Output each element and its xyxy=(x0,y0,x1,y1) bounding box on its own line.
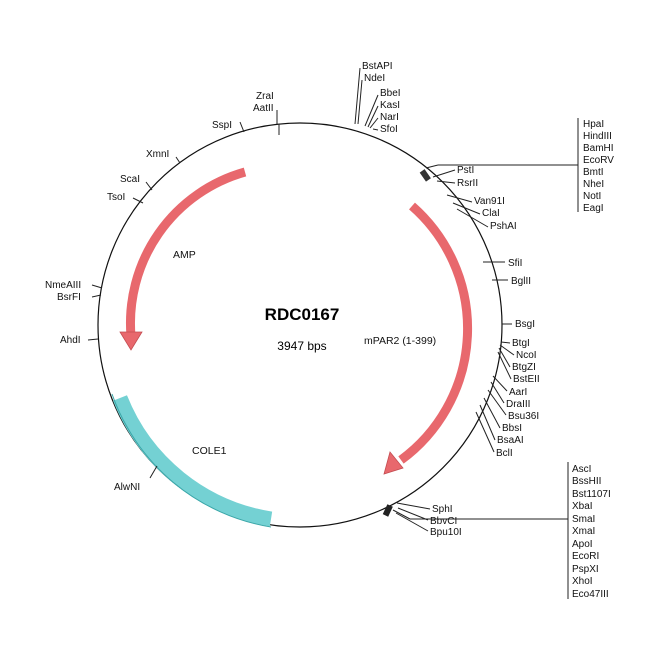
site-van91i: Van91I xyxy=(474,196,505,207)
mcs-top-group: HpaI HindIII BamHI EcoRV BmtI NheI NotI … xyxy=(425,118,614,214)
mcs-bottom-group: AscI BssHII Bst1107I XbaI SmaI XmaI ApoI… xyxy=(392,462,611,600)
site-psti: PstI xyxy=(457,165,474,176)
mpar2-label: mPAR2 (1-399) xyxy=(364,335,436,347)
site-eagi: EagI xyxy=(583,203,604,214)
site-pspxi: PspXI xyxy=(572,564,599,575)
site-bbei: BbeI xyxy=(380,88,401,99)
cole1-feature-outline xyxy=(111,393,272,528)
mcs-bottom-marker xyxy=(382,504,393,517)
site-group-top: BstAPI NdeI BbeI KasI NarI SfoI xyxy=(354,61,401,135)
site-hindiii: HindIII xyxy=(583,131,612,142)
site-draiii: DraIII xyxy=(506,399,530,410)
site-bsteii: BstEII xyxy=(513,374,540,385)
site-bsu36i: Bsu36I xyxy=(508,411,539,422)
site-btgi: BtgI xyxy=(512,338,530,349)
site-asci: AscI xyxy=(572,464,591,475)
site-xbai: XbaI xyxy=(572,501,593,512)
plasmid-name: RDC0167 xyxy=(265,305,340,324)
backbone-circle xyxy=(97,122,503,528)
site-bstapi: BstAPI xyxy=(362,61,393,72)
site-eco47iii: Eco47III xyxy=(572,589,609,600)
site-scai: ScaI xyxy=(120,174,140,185)
site-group-bottom: SphI BbvCI Bpu10I xyxy=(395,502,462,538)
site-xmai: XmaI xyxy=(572,526,595,537)
site-noti: NotI xyxy=(583,191,601,202)
site-bmti: BmtI xyxy=(583,167,604,178)
amp-feature-arrow-body xyxy=(125,167,247,337)
cole1-feature-arc xyxy=(113,395,273,527)
site-clai: ClaI xyxy=(482,208,500,219)
site-bbsi: BbsI xyxy=(502,423,522,434)
site-ecori: EcoRI xyxy=(572,551,599,562)
site-bcli: BclI xyxy=(496,448,513,459)
site-rsrii: RsrII xyxy=(457,178,478,189)
site-nmeaiii: NmeAIII xyxy=(45,280,81,291)
site-zrai: ZraI xyxy=(256,91,274,102)
site-nhei: NheI xyxy=(583,179,604,190)
site-aari: AarI xyxy=(509,387,527,398)
site-group-left: NmeAIII BsrFI AhdI AlwNI xyxy=(45,280,158,493)
site-sspi: SspI xyxy=(212,120,232,131)
site-apoi: ApoI xyxy=(572,539,593,550)
site-bglii: BglII xyxy=(511,276,531,287)
site-aatii: AatII xyxy=(253,103,274,114)
site-group-right-lower: BsgI BtgI NcoI BtgZI BstEII AarI DraIII … xyxy=(475,319,540,459)
site-bsaai: BsaAI xyxy=(497,435,524,446)
site-bsrfi: BsrFI xyxy=(57,292,81,303)
site-sphi: SphI xyxy=(432,504,453,515)
mpar2-feature-arrowhead xyxy=(383,451,404,475)
site-hpai: HpaI xyxy=(583,119,604,130)
site-sfii: SfiI xyxy=(508,258,522,269)
site-group-upper-left: ZraI AatII SspI XmnI ScaI TsoI xyxy=(107,91,280,204)
amp-label: AMP xyxy=(173,249,196,261)
site-bsgi: BsgI xyxy=(515,319,535,330)
site-tsoi: TsoI xyxy=(107,192,125,203)
site-kasi: KasI xyxy=(380,100,400,111)
plasmid-size: 3947 bps xyxy=(277,339,326,353)
site-bamhi: BamHI xyxy=(583,143,614,154)
amp-feature-arrowhead xyxy=(119,331,143,351)
mcs-bottom-list: AscI BssHII Bst1107I XbaI SmaI XmaI ApoI… xyxy=(572,464,611,600)
site-xmni: XmnI xyxy=(146,149,169,160)
site-btgzi: BtgZI xyxy=(512,362,536,373)
site-pshai: PshAI xyxy=(490,221,517,232)
mpar2-feature-arrow-body xyxy=(398,202,473,464)
site-ahdi: AhdI xyxy=(60,335,81,346)
site-sfoi: SfoI xyxy=(380,124,398,135)
mcs-top-list: HpaI HindIII BamHI EcoRV BmtI NheI NotI … xyxy=(583,119,614,214)
site-alwni: AlwNI xyxy=(114,482,140,493)
site-bsshii: BssHII xyxy=(572,476,601,487)
site-nari: NarI xyxy=(380,112,399,123)
site-bst1107i: Bst1107I xyxy=(572,489,611,500)
cole1-label: COLE1 xyxy=(192,445,227,457)
site-group-right-upper: PstI RsrII Van91I ClaI PshAI SfiI BglII xyxy=(432,165,531,287)
site-smai: SmaI xyxy=(572,514,595,525)
mcs-top-marker xyxy=(419,169,431,182)
site-bpu10i: Bpu10I xyxy=(430,527,462,538)
site-xhoi: XhoI xyxy=(572,576,593,587)
site-ndei: NdeI xyxy=(364,73,385,84)
site-ncoi: NcoI xyxy=(516,350,537,361)
site-bbvci: BbvCI xyxy=(430,516,457,527)
site-ecorv: EcoRV xyxy=(583,155,614,166)
